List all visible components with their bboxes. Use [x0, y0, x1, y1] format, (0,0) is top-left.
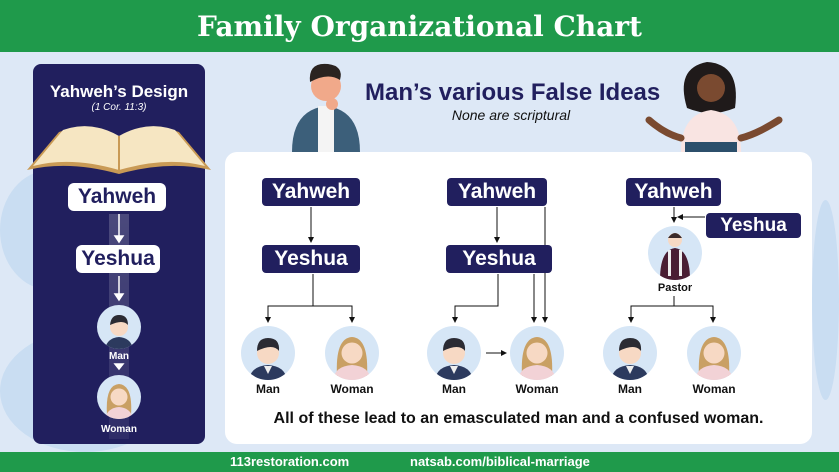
- footer-link-113restoration[interactable]: 113restoration.com: [230, 454, 350, 469]
- chart1-yeshua-node: Yeshua: [262, 245, 360, 273]
- bible-icon: [27, 126, 211, 174]
- man-avatar: [97, 305, 141, 349]
- chart2-woman-avatar: [510, 326, 564, 380]
- chart3-man-avatar: [603, 326, 657, 380]
- chart1-woman-avatar: [325, 326, 379, 380]
- yeshua-node: Yeshua: [76, 245, 160, 273]
- flow-arrows: [113, 214, 125, 371]
- chart1-man-avatar: [241, 326, 295, 380]
- chart3-yeshua-node: Yeshua: [706, 213, 801, 238]
- chart1-man-label: Man: [256, 382, 280, 396]
- chart3-man-label: Man: [618, 382, 642, 396]
- chart3-woman-label: Woman: [692, 382, 736, 396]
- false-ideas-title: Man’s various False Ideas: [365, 79, 661, 106]
- page-title: Family Organizational Chart: [197, 9, 642, 43]
- footer: 113restoration.com natsab.com/biblical-m…: [0, 452, 839, 472]
- thinking-man-illustration: [292, 63, 360, 152]
- man-label: Man: [109, 351, 129, 362]
- header: Family Organizational Chart: [0, 0, 839, 52]
- background-cloud: [812, 200, 839, 400]
- chart1-woman-label: Woman: [330, 382, 374, 396]
- yahwehs-design-panel: Yahweh’s Design (1 Cor. 11:3) Yahweh Yes…: [27, 64, 211, 444]
- chart2-yahweh-node: Yahweh: [447, 178, 547, 206]
- woman-label: Woman: [101, 424, 137, 435]
- scripture-reference: (1 Cor. 11:3): [91, 102, 147, 113]
- chart1-yahweh-node: Yahweh: [262, 178, 360, 206]
- chart3-woman-avatar: [687, 326, 741, 380]
- conclusion-text: All of these lead to an emasculated man …: [273, 410, 764, 427]
- chart2-man-avatar: [427, 326, 481, 380]
- yahweh-node: Yahweh: [68, 183, 166, 211]
- chart3-yahweh-node: Yahweh: [626, 178, 721, 206]
- false-ideas-subtitle: None are scriptural: [451, 107, 571, 123]
- pastor-avatar: [648, 226, 702, 280]
- chart2-man-label: Man: [442, 382, 466, 396]
- chart2-woman-label: Woman: [515, 382, 559, 396]
- woman-avatar: [97, 375, 141, 419]
- pastor-label: Pastor: [657, 282, 693, 294]
- chart2-yeshua-node: Yeshua: [446, 245, 552, 273]
- panel-title: Yahweh’s Design: [49, 82, 189, 101]
- footer-link-natsab[interactable]: natsab.com/biblical-marriage: [410, 454, 590, 469]
- confused-woman-illustration: [645, 62, 783, 152]
